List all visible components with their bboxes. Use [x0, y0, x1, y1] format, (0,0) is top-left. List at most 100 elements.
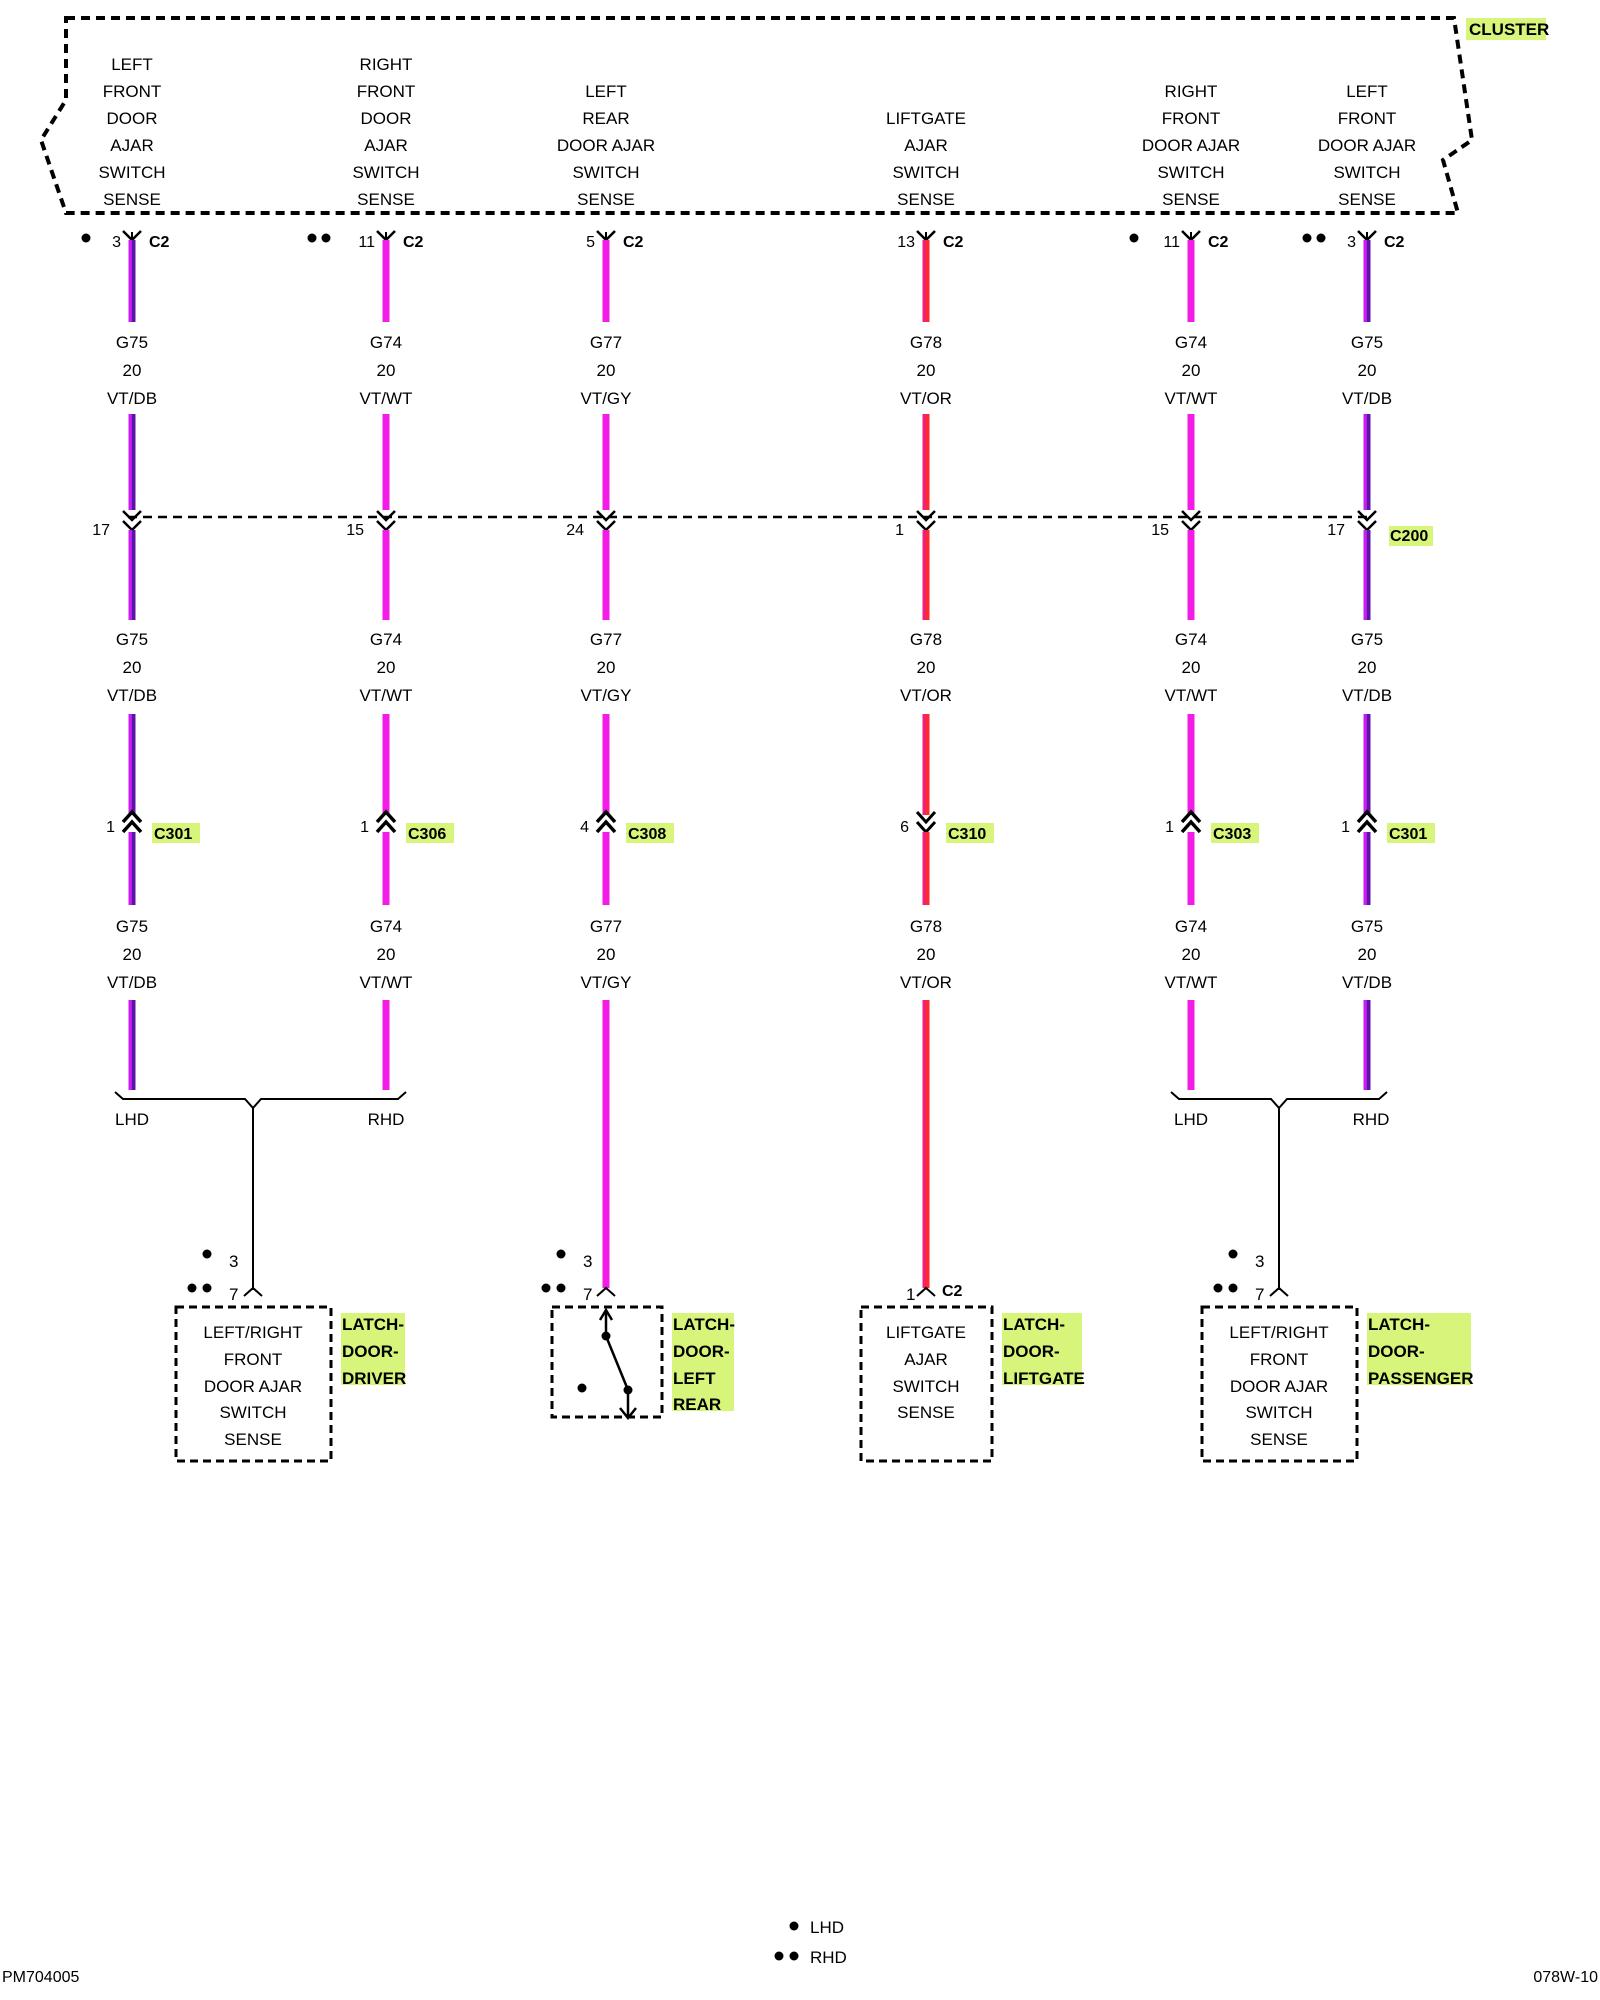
wire-color-label: VT/DB	[1342, 389, 1392, 408]
component-line: AJAR	[904, 1350, 947, 1369]
rhd-dot	[1213, 1283, 1223, 1293]
component-connector: C2	[942, 1283, 963, 1300]
component-name: DOOR-	[673, 1342, 730, 1361]
inline-connector-highlight	[1387, 823, 1435, 843]
rhd-marker-dot	[1316, 233, 1326, 243]
cluster-pin-description: AJAR	[110, 136, 153, 155]
component-line: SENSE	[224, 1430, 282, 1449]
component-name: DRIVER	[342, 1369, 406, 1388]
branch-label-rhd: RHD	[1353, 1110, 1390, 1129]
c200-pin-number: 17	[1327, 522, 1345, 539]
rhd-dot	[789, 1951, 799, 1961]
component-name: LATCH-	[1003, 1315, 1065, 1334]
wire-gauge-label: 20	[917, 945, 936, 964]
c200-pin-number: 24	[566, 522, 584, 539]
cluster-pin-description: SWITCH	[572, 163, 639, 182]
connector-pin-number: 11	[358, 234, 375, 251]
component-box	[174, 1305, 333, 1463]
cluster-pin-description: SENSE	[577, 190, 635, 209]
c200-pin-symbol	[1181, 520, 1201, 532]
rhd-marker-dot	[1302, 233, 1312, 243]
connector-name: C2	[1208, 234, 1229, 251]
cluster-pin-description: AJAR	[364, 136, 407, 155]
connector-name: C2	[623, 234, 644, 251]
component-line: SENSE	[897, 1403, 955, 1422]
cluster-pin-description: SENSE	[897, 190, 955, 209]
wire-circuit-label: G74	[1175, 630, 1207, 649]
cluster-outline	[38, 16, 1475, 215]
inline-connector-name: C303	[1213, 826, 1251, 843]
wire-color-label: VT/OR	[900, 686, 952, 705]
component-name-highlight	[341, 1313, 405, 1385]
cluster-pin-description: SWITCH	[98, 163, 165, 182]
branch-label-rhd: RHD	[368, 1110, 405, 1129]
wire-gauge-label: 20	[1358, 361, 1377, 380]
c200-pin-symbol	[596, 510, 616, 522]
component-line: LEFT/RIGHT	[1229, 1323, 1328, 1342]
wire-circuit-label: G75	[1351, 630, 1383, 649]
inline-connector-symbol	[121, 809, 143, 824]
wire-color-label: VT/WT	[360, 686, 413, 705]
wire-gauge-label: 20	[1358, 945, 1377, 964]
inline-connector-symbol	[1356, 809, 1378, 824]
component-pin-lhd: 3	[583, 1252, 592, 1271]
wire-gauge-label: 20	[377, 945, 396, 964]
footer-page-code: 078W-10	[1533, 1969, 1598, 1986]
cluster-pin-description: SENSE	[103, 190, 161, 209]
component-latch-door-liftgate: 1 C2 LIFTGATE AJAR SWITCH SENSE LATCH- D…	[859, 1283, 1085, 1463]
rhd-dot	[202, 1283, 212, 1293]
wire-circuit-label: G74	[370, 917, 402, 936]
connector-name: C2	[403, 234, 424, 251]
inline-connector-symbol	[1180, 819, 1202, 834]
component-line: LIFTGATE	[886, 1323, 966, 1342]
inline-connector-symbol	[1180, 809, 1202, 824]
c200-pin-symbol	[122, 510, 142, 522]
lhd-marker-dot	[1129, 233, 1139, 243]
inline-connector-pin: 4	[580, 819, 589, 836]
wire-circuit-label: G75	[1351, 917, 1383, 936]
component-name: PASSENGER	[1368, 1369, 1474, 1388]
c200-pin-number: 17	[92, 522, 110, 539]
c200-pin-symbol	[1181, 510, 1201, 522]
wire-circuit-label: G78	[910, 917, 942, 936]
component-name: DOOR-	[1003, 1342, 1060, 1361]
wire-gauge-label: 20	[123, 658, 142, 677]
wire-circuit-label: G75	[116, 917, 148, 936]
component-name: LATCH-	[673, 1315, 735, 1334]
inline-connector-symbol	[375, 819, 397, 834]
c200-pin-symbol	[596, 520, 616, 532]
c200-pin-symbol	[376, 520, 396, 532]
inline-connector-name: C301	[1389, 826, 1427, 843]
switch-contact-dot	[577, 1383, 587, 1393]
connector-pin-number: 3	[1347, 234, 1356, 251]
wire-gauge-label: 20	[1182, 945, 1201, 964]
component-line: SWITCH	[1245, 1403, 1312, 1422]
wire-color-label: VT/WT	[1165, 686, 1218, 705]
wire-color-label: VT/GY	[580, 686, 631, 705]
c200-pin-number: 15	[1151, 522, 1169, 539]
inline-connector-symbol	[595, 819, 617, 834]
cluster-pin-description: LEFT	[1346, 82, 1388, 101]
wire-color-label: VT/OR	[900, 389, 952, 408]
component-latch-door-passenger: 3 7 LEFT/RIGHT FRONT DOOR AJAR SWITCH SE…	[1200, 1249, 1474, 1463]
branch-label-lhd: LHD	[115, 1110, 149, 1129]
c200-pin-number: 15	[346, 522, 364, 539]
c200-pin-symbol	[916, 510, 936, 522]
wire-color-label: VT/WT	[1165, 973, 1218, 992]
rhd-marker-dot	[307, 233, 317, 243]
cluster-pin-description: AJAR	[904, 136, 947, 155]
wire-circuit-label: G74	[1175, 917, 1207, 936]
cluster-pin-description: FRONT	[1162, 109, 1221, 128]
cluster-pin-description: SWITCH	[1333, 163, 1400, 182]
c200-pin-symbol	[1357, 520, 1377, 532]
wire-circuit-label: G74	[370, 630, 402, 649]
inline-connector-symbol	[595, 809, 617, 824]
wire-circuit-label: G75	[116, 630, 148, 649]
wire-circuit-label: G74	[1175, 333, 1207, 352]
cluster-pin-description: LEFT	[585, 82, 627, 101]
component-name-highlight	[1367, 1313, 1471, 1385]
c200-label-highlight	[1389, 526, 1433, 546]
rhd-dot	[187, 1283, 197, 1293]
inline-connector-name: C306	[408, 826, 446, 843]
component-line: SENSE	[1250, 1430, 1308, 1449]
